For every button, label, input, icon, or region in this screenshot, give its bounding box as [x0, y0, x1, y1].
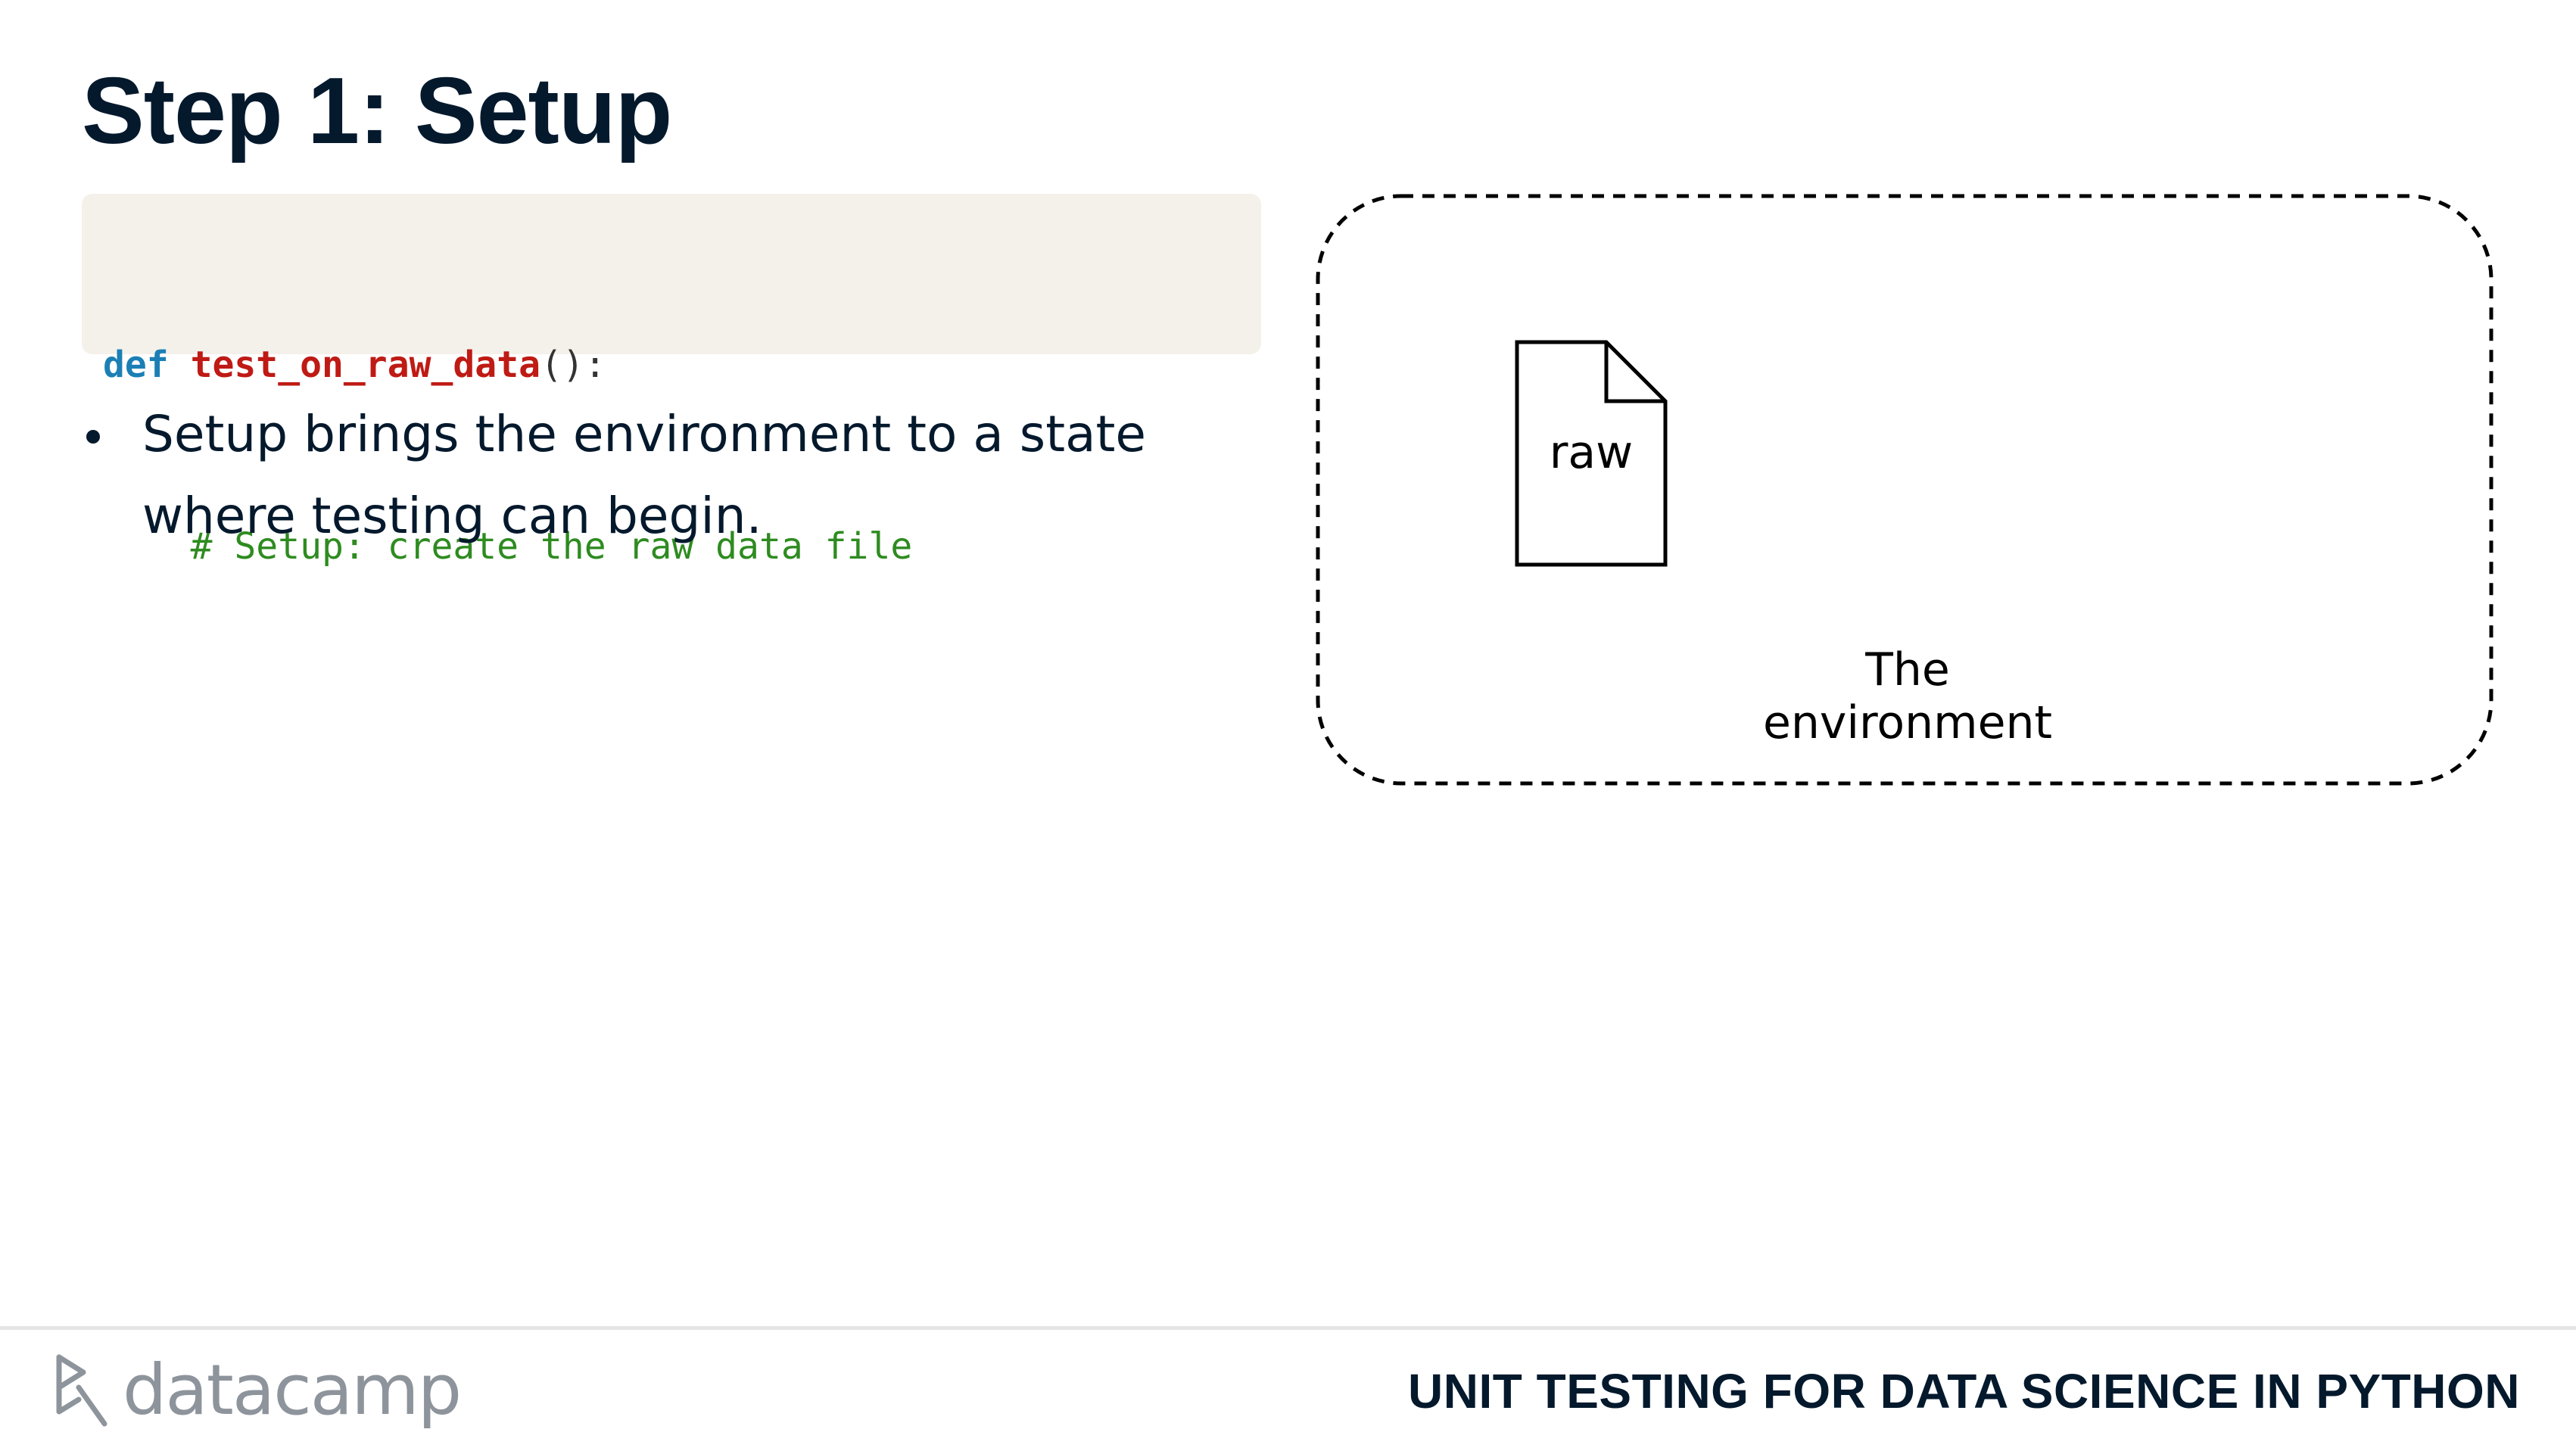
bullet-list: Setup brings the environment to a state …: [82, 394, 1232, 557]
bullet-dot-icon: [86, 430, 100, 444]
bullet-text: Setup brings the environment to a state …: [142, 405, 1146, 545]
code-block: def test_on_raw_data(): # Setup: create …: [82, 194, 1261, 568]
file-label: raw: [1549, 426, 1634, 479]
code-function-name: test_on_raw_data: [190, 344, 540, 386]
environment-boundary: [1316, 194, 2493, 786]
course-title: UNIT TESTING FOR DATA SCIENCE IN PYTHON: [1408, 1364, 2520, 1418]
brand-name: datacamp: [123, 1350, 462, 1431]
datacamp-logo[interactable]: datacamp: [53, 1349, 462, 1432]
file-icon: [1515, 340, 1668, 567]
environment-label: The environment: [1762, 643, 2053, 749]
code-keyword: def: [103, 344, 169, 386]
code-comment: # Setup: create the raw data file: [190, 525, 913, 568]
environment-diagram: [1316, 194, 2493, 786]
code-line-2: # Setup: create the raw data file: [103, 516, 1261, 577]
datacamp-logo-icon: [56, 1354, 107, 1427]
bullet-item: Setup brings the environment to a state …: [82, 394, 1232, 557]
code-line-1: def test_on_raw_data():: [103, 335, 1261, 395]
slide-title: Step 1: Setup: [82, 59, 672, 163]
footer-divider: [0, 1326, 2576, 1330]
code-punctuation: ():: [540, 344, 606, 386]
